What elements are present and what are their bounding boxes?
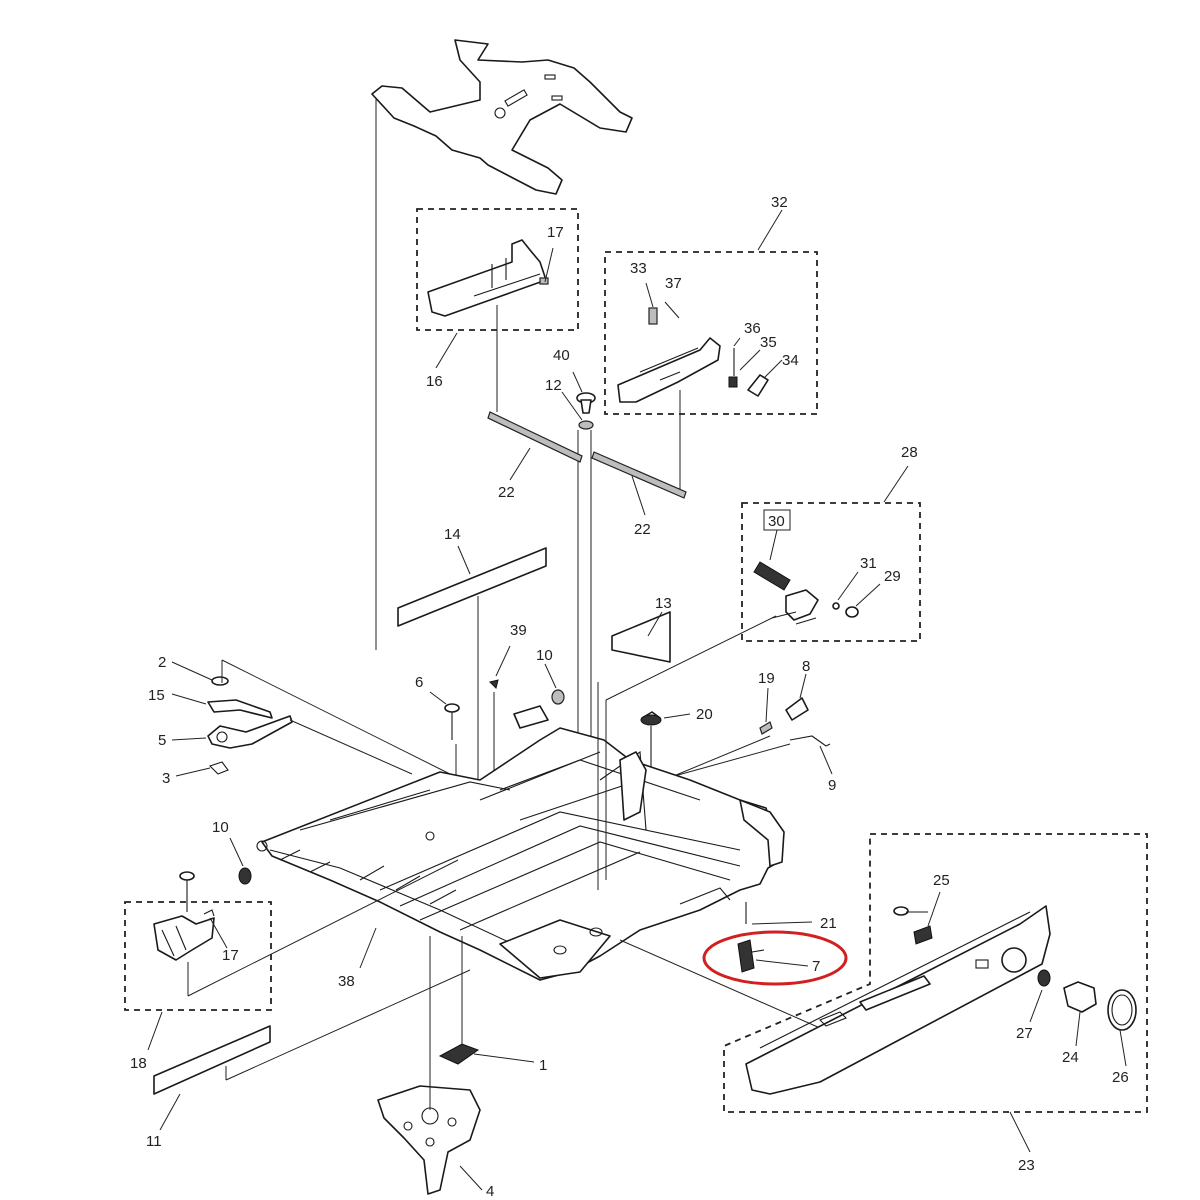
callout-10-left: 10 [212,819,229,836]
callout-17-top: 17 [547,224,564,241]
sheet-11 [153,969,471,1131]
roller-10-top [544,663,565,705]
part-7-highlight-ring [702,930,848,986]
callout-23: 23 [1018,1157,1035,1174]
roller-10-left [229,837,252,885]
callout-32: 32 [771,194,788,211]
callout-12: 12 [545,377,562,394]
callout-22-right: 22 [634,521,651,538]
callout-33: 33 [630,260,647,277]
assembly-18-box [124,859,459,1051]
callout-14: 14 [444,526,461,543]
part-7 [619,939,821,1029]
callout-17-left: 17 [222,947,239,964]
assembly-16-box [416,208,579,412]
callout-24: 24 [1062,1049,1079,1066]
callout-37: 37 [665,275,682,292]
assembly-32-box [604,209,818,490]
callout-22-left: 22 [498,484,515,501]
sheet-13 [611,611,671,663]
callout-27: 27 [1016,1025,1033,1042]
callout-26: 26 [1112,1069,1129,1086]
screw-6 [429,691,460,790]
callout-9: 9 [828,777,836,794]
callout-25: 25 [933,872,950,889]
callout-36: 36 [744,320,761,337]
part-1 [438,936,535,1065]
callout-28: 28 [901,444,918,461]
callout-4: 4 [486,1183,494,1200]
callout-40: 40 [553,347,570,364]
callout-labels: 1 2 3 4 5 6 7 8 9 10 10 11 12 13 14 15 1… [130,194,1129,1200]
callout-38: 38 [338,973,355,990]
callout-5: 5 [158,732,166,749]
part-4 [377,936,483,1195]
part-38-leader [359,927,377,969]
callout-19: 19 [758,670,775,687]
top-plate [371,39,633,650]
callout-39: 39 [510,622,527,639]
callout-13: 13 [655,595,672,612]
callout-2: 2 [158,654,166,671]
callout-35: 35 [760,334,777,351]
callout-15: 15 [148,687,165,704]
callout-21: 21 [820,915,837,932]
callout-1: 1 [539,1057,547,1074]
callout-30: 30 [768,513,785,530]
main-tray-frame [256,682,785,981]
rail-22-right [591,451,687,516]
callout-7: 7 [812,958,820,975]
callout-11: 11 [146,1133,162,1150]
callout-20: 20 [696,706,713,723]
callout-3: 3 [162,770,170,787]
parts-left-linkage [171,659,455,777]
callout-31: 31 [860,555,877,572]
callout-18: 18 [130,1055,147,1072]
screw-40 [572,371,596,414]
callout-8: 8 [802,658,810,675]
callout-29: 29 [884,568,901,585]
callout-16: 16 [426,373,443,390]
callout-6: 6 [415,674,423,691]
assembly-23-box [723,833,1148,1153]
rail-22-left [487,411,583,481]
callout-34: 34 [782,352,799,369]
pin-21 [745,902,813,925]
callout-10-top: 10 [536,647,553,664]
assembly-28-box [605,465,921,701]
